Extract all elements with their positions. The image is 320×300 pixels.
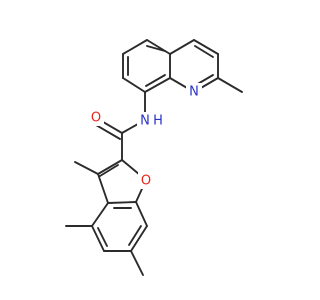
amide-oxygen-label: O: [91, 111, 101, 126]
bond: [145, 74, 166, 87]
bond: [97, 173, 109, 204]
bond: [122, 39, 148, 55]
bond: [95, 124, 121, 140]
atom-labels: O N H N O: [88, 83, 202, 189]
bond: [107, 201, 137, 204]
bond: [146, 45, 166, 52]
bonds: [65, 39, 243, 276]
bond: [135, 201, 148, 227]
bond: [169, 39, 195, 55]
bond: [144, 77, 171, 93]
bond: [99, 164, 119, 177]
bond: [194, 45, 214, 58]
bond: [97, 159, 123, 175]
molecule-structure: O N H N O: [65, 39, 243, 276]
bond: [193, 39, 219, 55]
bond: [74, 161, 99, 175]
bond: [122, 77, 146, 93]
bond: [91, 225, 105, 252]
furan-oxygen-label: O: [141, 174, 151, 189]
amide-nitrogen-label: N: [140, 114, 150, 129]
bond: [91, 202, 109, 227]
bond: [130, 250, 144, 276]
bond: [146, 39, 171, 55]
amide-hydrogen-label: H: [153, 114, 163, 129]
bond: [217, 77, 243, 93]
bond: [130, 225, 148, 252]
bond: [128, 225, 142, 246]
bond: [97, 227, 108, 247]
quinoline-nitrogen-label: N: [189, 85, 199, 100]
